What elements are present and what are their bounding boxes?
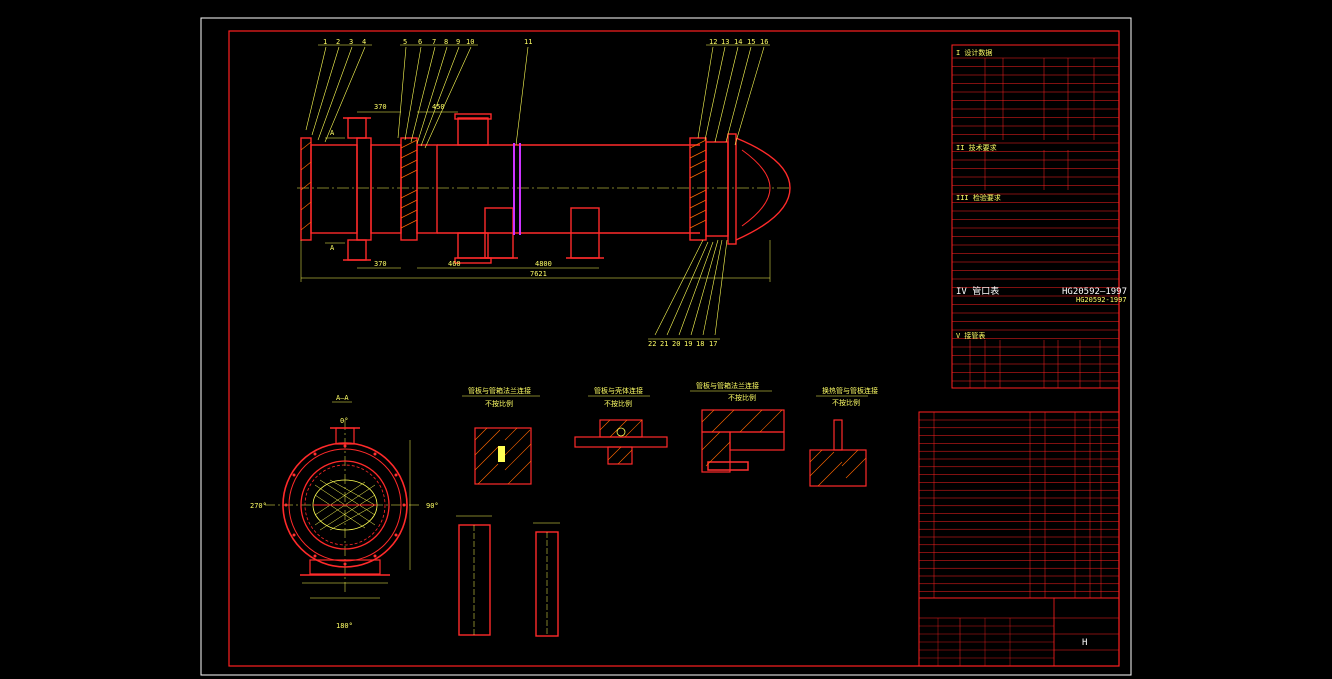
detail-3-subtitle: 不按比例 — [728, 393, 756, 402]
support-detail-views — [456, 515, 560, 637]
leader-numbers-bottom: 22 21 20 19 18 17 — [648, 340, 717, 348]
section-title: A—A — [336, 394, 349, 402]
detail-view-3: 管板与管箱法兰连接 不按比例 — [690, 381, 785, 473]
detail-4-title: 换热管与管板连接 — [822, 386, 878, 395]
leader-number-20: 20 — [672, 340, 680, 348]
leader-lines — [305, 44, 770, 340]
leader-number-12: 12 — [709, 38, 717, 46]
dim-7621: 7621 — [530, 270, 547, 278]
spec-section-v: V 接管表 — [956, 331, 985, 340]
section-a-a-view: A—A 0° 270° 90° 180° — [250, 394, 439, 630]
dim-370-top: 370 — [374, 103, 387, 111]
leader-number-8: 8 — [444, 38, 448, 46]
dimension-texts: 370 450 370 460 4800 7621 — [374, 103, 552, 278]
dim-450-top: 450 — [432, 103, 445, 111]
spec-section-iv-code2: HG20592-1997 — [1076, 296, 1127, 304]
dim-4800: 4800 — [535, 260, 552, 268]
leader-number-19: 19 — [684, 340, 692, 348]
tube-pattern — [313, 479, 377, 531]
leader-number-13: 13 — [721, 38, 729, 46]
left-shell-stub — [416, 144, 438, 234]
detail-3-title: 管板与管箱法兰连接 — [696, 381, 759, 390]
shell-outer-circle — [282, 442, 408, 568]
dim-460-bottom: 460 — [448, 260, 461, 268]
leader-number-11: 11 — [524, 38, 532, 46]
outer-frame — [200, 17, 1132, 676]
right-inner-head — [741, 149, 771, 227]
flange-circle — [288, 448, 402, 562]
leader-number-10: 10 — [466, 38, 474, 46]
saddle-base — [309, 559, 381, 575]
title-block-h: H — [1082, 638, 1087, 648]
parts-list — [918, 411, 1120, 599]
main-hatching — [300, 139, 707, 231]
shell-inlet-nozzle — [457, 117, 489, 146]
title-block: H — [918, 597, 1120, 667]
detail-2-subtitle: 不按比例 — [604, 399, 632, 408]
section-markers: A A — [325, 129, 345, 252]
detail-4-subtitle: 不按比例 — [832, 398, 860, 407]
section-mark-top: A — [330, 129, 335, 137]
leader-number-14: 14 — [734, 38, 742, 46]
detail-view-4: 换热管与管板连接 不按比例 — [809, 386, 878, 487]
spec-section-i: I 设计数据 — [956, 48, 992, 57]
angle-right-label: 90° — [426, 502, 439, 510]
leader-number-2: 2 — [336, 38, 340, 46]
angle-bottom-label: 180° — [336, 622, 353, 630]
dimension-lines — [300, 111, 771, 282]
leader-number-17: 17 — [709, 340, 717, 348]
leader-number-6: 6 — [418, 38, 422, 46]
spec-table: I 设计数据 II 技术要求 III 检验要求 IV 管口表 HG20592—1… — [951, 44, 1127, 389]
leader-number-22: 22 — [648, 340, 656, 348]
main-view — [297, 113, 791, 264]
spec-section-iii: III 检验要求 — [956, 193, 1001, 202]
detail-view-2: 管板与壳体连接 不按比例 — [574, 386, 668, 465]
dim-370-bottom: 370 — [374, 260, 387, 268]
detail-1-title: 管板与管箱法兰连接 — [468, 386, 531, 395]
spec-section-iv-code: HG20592—1997 — [1062, 287, 1127, 297]
detail-1-subtitle: 不按比例 — [485, 399, 513, 408]
leader-number-5: 5 — [403, 38, 407, 46]
detail-view-1: 管板与管箱法兰连接 不按比例 — [462, 386, 540, 485]
leader-number-9: 9 — [456, 38, 460, 46]
leader-numbers-top: 1 2 3 4 5 6 7 8 9 10 11 12 13 14 15 16 — [323, 38, 768, 46]
right-head-flange-outer — [727, 133, 737, 245]
leader-number-1: 1 — [323, 38, 327, 46]
right-dished-head — [735, 137, 791, 241]
detail-2-title: 管板与壳体连接 — [594, 386, 643, 395]
bolt-holes — [284, 444, 406, 566]
leader-number-3: 3 — [349, 38, 353, 46]
leader-number-21: 21 — [660, 340, 668, 348]
angle-left-label: 270° — [250, 502, 267, 510]
angle-top-label: 0° — [340, 417, 348, 425]
leader-number-16: 16 — [760, 38, 768, 46]
leader-number-18: 18 — [696, 340, 704, 348]
leader-number-7: 7 — [432, 38, 436, 46]
leader-number-4: 4 — [362, 38, 366, 46]
leader-number-15: 15 — [747, 38, 755, 46]
spec-section-ii: II 技术要求 — [956, 143, 997, 152]
spec-section-iv: IV 管口表 — [956, 285, 999, 297]
shell-inner-circle — [300, 460, 390, 550]
section-mark-bottom: A — [330, 244, 335, 252]
